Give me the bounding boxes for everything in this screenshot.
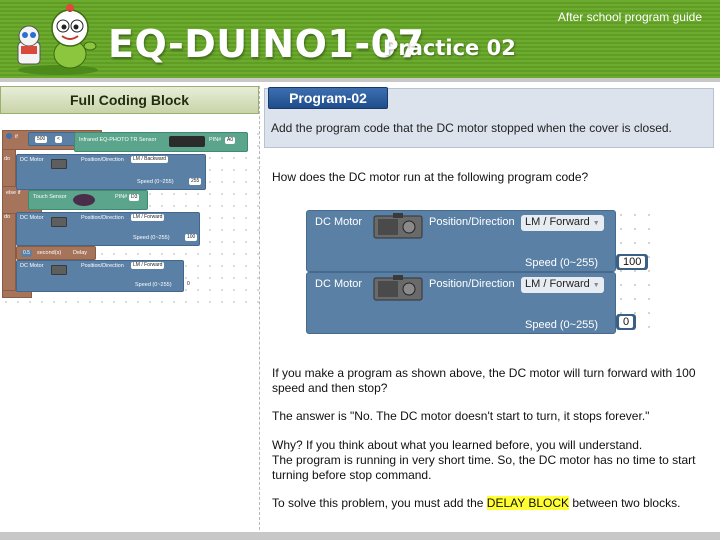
footer-bar xyxy=(0,532,720,540)
paragraph-1-line-2: speed and then stop? xyxy=(272,381,388,395)
program-tab-label: Program-02 xyxy=(289,90,367,106)
do-keyword: do xyxy=(4,156,11,162)
dc-motor-icon xyxy=(373,275,423,301)
touch-sensor-label: Touch Sensor xyxy=(33,194,67,200)
speed-label: Speed (0~255) xyxy=(137,179,174,185)
pin-select[interactable]: D3 xyxy=(129,194,140,201)
dc-motor-icon xyxy=(373,213,423,239)
dc-motor-icon xyxy=(51,265,67,275)
pin-label: PIN# xyxy=(115,194,128,200)
delay-value[interactable]: 0.5 xyxy=(21,250,32,257)
delay-unit: second(s) xyxy=(37,250,62,256)
header-divider xyxy=(0,78,720,82)
guide-label: After school program guide xyxy=(557,10,702,24)
position-label: Position/Direction xyxy=(81,215,124,221)
speed-value[interactable]: 0 xyxy=(619,316,634,328)
touch-sensor-icon xyxy=(73,194,95,206)
motor-label: DC Motor xyxy=(20,263,44,269)
if-keyword: if xyxy=(15,134,18,140)
direction-select[interactable]: LM / Forward▼ xyxy=(521,277,604,293)
direction-select[interactable]: LM / Backward xyxy=(131,156,169,163)
motor-label: DC Motor xyxy=(315,278,363,290)
paragraph-3: Why? If you think about what you learned… xyxy=(272,438,712,483)
speed-label: Speed (0~255) xyxy=(133,235,170,241)
direction-select[interactable]: LM / Forward xyxy=(131,214,165,221)
dc-motor-icon xyxy=(51,217,67,227)
delay-block: 0.5 second(s) Delay xyxy=(16,246,96,260)
dropdown-arrow-icon: ▼ xyxy=(592,282,600,289)
paragraph-4: To solve this problem, you must add the … xyxy=(272,496,712,511)
dc-motor-block-1: DC Motor Position/Direction LM / Backwar… xyxy=(16,154,206,190)
paragraph-1: If you make a program as shown above, th… xyxy=(272,366,712,396)
program-description: Add the program code that the DC motor s… xyxy=(271,121,672,135)
compare-operator[interactable]: < xyxy=(55,136,62,143)
speed-label: Speed (0~255) xyxy=(525,257,599,269)
speed-value[interactable]: 255 xyxy=(189,178,202,185)
direction-select[interactable]: LM / Forward xyxy=(131,262,165,269)
paragraph-3-line-2: The program is running in very short tim… xyxy=(272,453,696,467)
speed-value-box: 0 xyxy=(616,314,637,330)
full-coding-block-title: Full Coding Block xyxy=(70,92,189,108)
pin-select[interactable]: A0 xyxy=(225,137,236,144)
dc-motor-block-3: DC Motor Position/Direction LM / Forward… xyxy=(16,260,192,292)
dc-motor-block-forward: DC Motor Position/Direction LM / Forward… xyxy=(306,210,616,272)
program-tab: Program-02 xyxy=(268,87,388,109)
column-divider xyxy=(259,86,260,530)
delay-label: Delay xyxy=(73,250,88,256)
question-text: How does the DC motor run at the followi… xyxy=(272,170,589,184)
speed-value-box: 100 xyxy=(616,254,649,270)
position-label: Position/Direction xyxy=(429,278,515,290)
touch-sensor-block: Touch Sensor PIN# D3 xyxy=(28,190,148,210)
motor-label: DC Motor xyxy=(315,216,363,228)
dc-motor-block-2: DC Motor Position/Direction LM / Forward… xyxy=(16,212,200,246)
direction-select[interactable]: LM / Forward▼ xyxy=(521,215,604,231)
compare-value[interactable]: 500 xyxy=(35,136,48,143)
direction-value: LM / Forward xyxy=(525,216,590,228)
paragraph-1-line-1: If you make a program as shown above, th… xyxy=(272,366,696,380)
practice-subtitle: Practice 02 xyxy=(383,36,516,60)
else-if-keyword: else if xyxy=(6,190,21,196)
direction-value: LM / Forward xyxy=(525,278,590,290)
dc-motor-block-stop: DC Motor Position/Direction LM / Forward… xyxy=(306,272,616,334)
program-blocks-canvas: DC Motor Position/Direction LM / Forward… xyxy=(306,208,656,338)
speed-label: Speed (0~255) xyxy=(135,282,172,288)
full-coding-block-canvas: if else if 500 < Infrared EQ-PHOTO TR Se… xyxy=(0,128,259,308)
mascot-logo-icon xyxy=(17,4,98,75)
infrared-sensor-label: Infrared EQ-PHOTO TR Sensor xyxy=(79,137,157,143)
infrared-sensor-block: Infrared EQ-PHOTO TR Sensor PIN# A0 xyxy=(74,132,248,152)
paragraph-3-line-3: turning before stop command. xyxy=(272,468,432,482)
compare-block: 500 < xyxy=(28,132,78,146)
position-label: Position/Direction xyxy=(81,157,124,163)
settings-gear-icon xyxy=(6,133,12,139)
motor-label: DC Motor xyxy=(20,215,44,221)
delay-block-highlight: DELAY BLOCK xyxy=(486,496,570,510)
position-label: Position/Direction xyxy=(81,263,124,269)
paragraph-2: The answer is "No. The DC motor doesn't … xyxy=(272,409,650,423)
paragraph-4-end: between two blocks. xyxy=(569,496,681,510)
infrared-sensor-icon xyxy=(169,136,205,147)
paragraph-3-line-1: Why? If you think about what you learned… xyxy=(272,438,643,452)
speed-value[interactable]: 0 xyxy=(185,281,192,288)
do-keyword: do xyxy=(4,214,11,220)
dropdown-arrow-icon: ▼ xyxy=(592,220,600,227)
pin-label: PIN# xyxy=(209,137,222,143)
speed-value[interactable]: 100 xyxy=(619,256,646,268)
dc-motor-icon xyxy=(51,159,67,169)
motor-label: DC Motor xyxy=(20,157,44,163)
header-banner: EQ-DUINO1-07 Practice 02 After school pr… xyxy=(0,0,720,78)
paragraph-4-start: To solve this problem, you must add the xyxy=(272,496,487,510)
position-label: Position/Direction xyxy=(429,216,515,228)
main-title: EQ-DUINO1-07 xyxy=(108,22,425,66)
speed-value[interactable]: 100 xyxy=(185,234,198,241)
full-coding-block-header: Full Coding Block xyxy=(0,86,259,114)
speed-label: Speed (0~255) xyxy=(525,319,599,331)
